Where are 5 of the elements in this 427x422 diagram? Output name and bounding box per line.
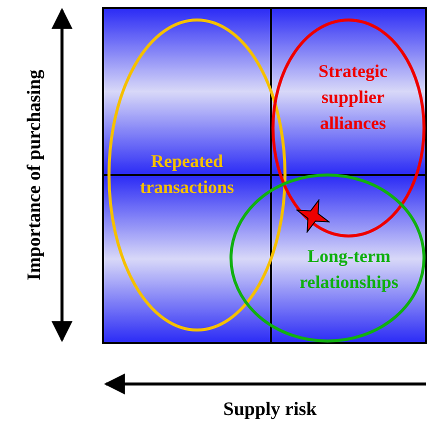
axis-title: Importance of purchasing (24, 70, 46, 280)
axis-title: Supply risk (223, 399, 317, 421)
category-label: Repeated transactions (139, 150, 235, 199)
category-label: Long-term relationships (298, 245, 400, 294)
category-label: Strategic supplier alliances (318, 60, 388, 135)
